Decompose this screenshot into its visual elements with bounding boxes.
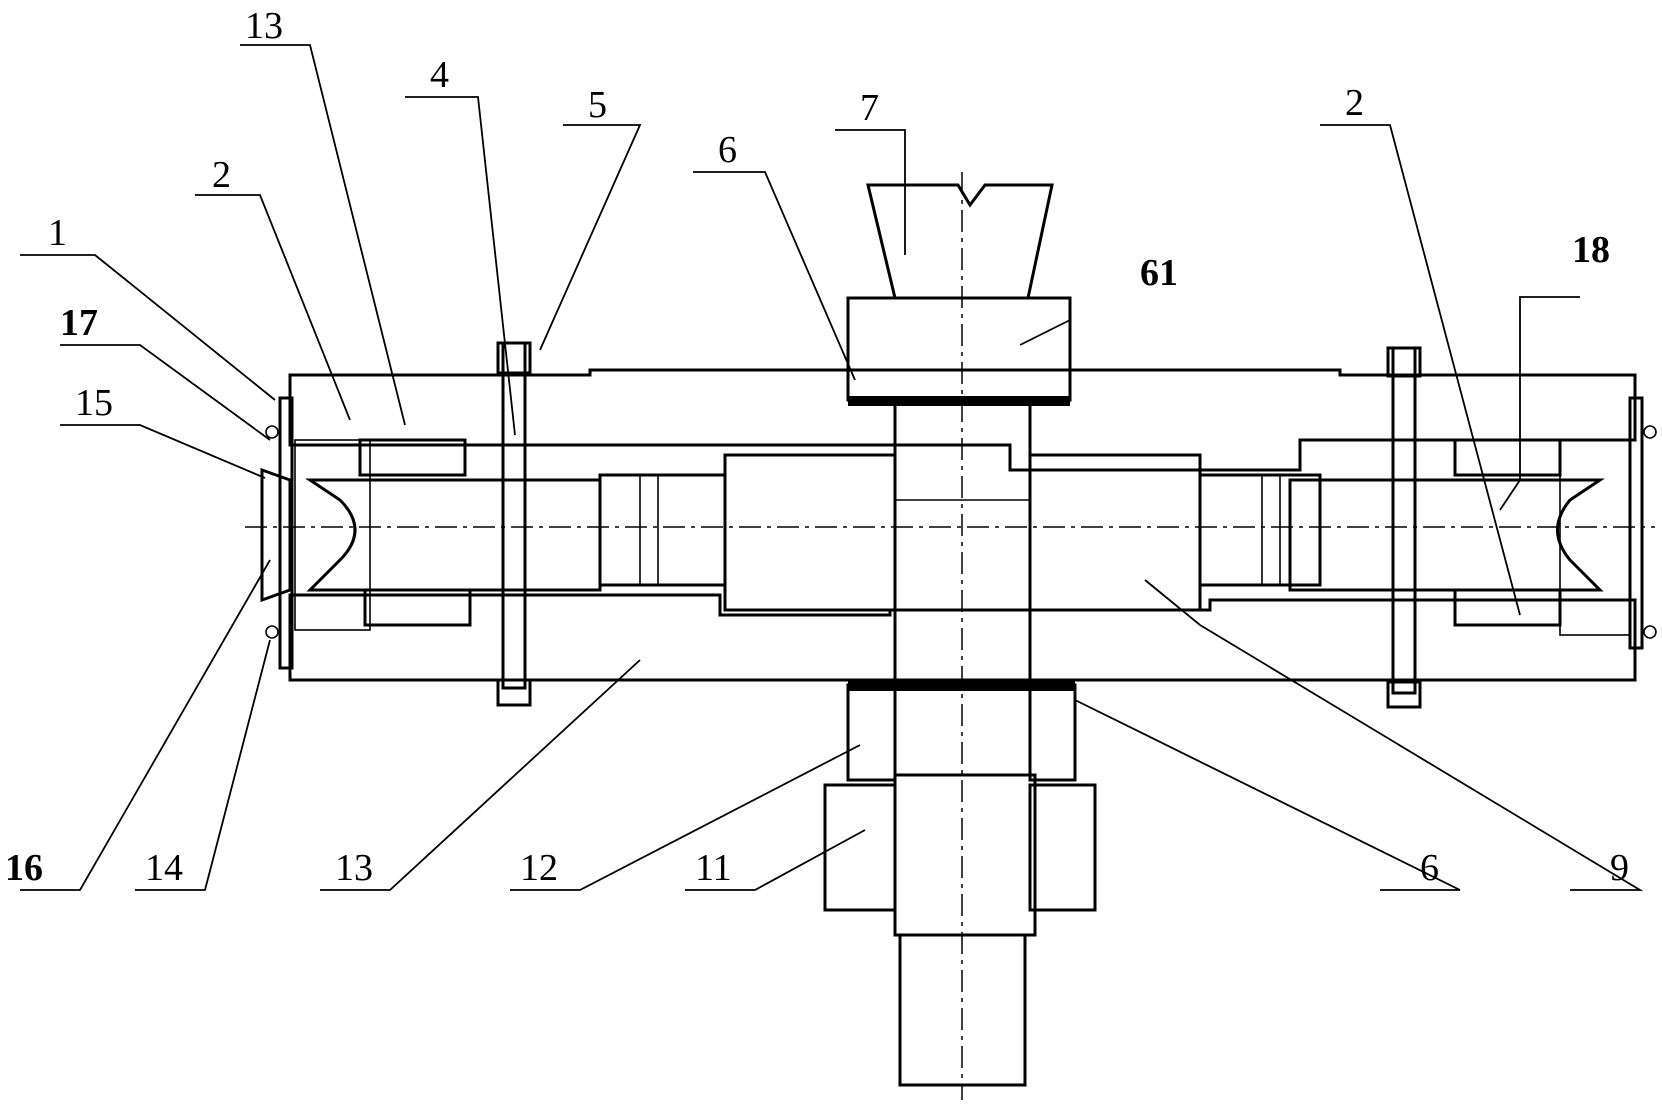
callout-9: 9 <box>1610 847 1629 889</box>
lock-nut-left <box>823 783 897 912</box>
callout-2-right: 2 <box>1345 82 1364 124</box>
callout-13-top: 13 <box>245 5 283 47</box>
upper-cap <box>846 296 1072 402</box>
right-roller-wheel <box>1288 478 1605 592</box>
lower-sleeve-left <box>846 683 897 782</box>
upper-housing-plate <box>288 368 1637 472</box>
top-fork <box>866 183 1054 300</box>
callout-6-bottom: 6 <box>1420 847 1439 889</box>
right-upper-bearing-block <box>1453 438 1562 477</box>
lock-nut-right <box>1028 783 1097 912</box>
callout-13-bottom: 13 <box>335 847 373 889</box>
callout-14: 14 <box>145 847 183 889</box>
left-bolt <box>496 341 532 707</box>
lower-housing-plate <box>288 593 1637 682</box>
right-inner-gear-slot <box>1261 474 1281 586</box>
callout-12: 12 <box>520 847 558 889</box>
callout-11: 11 <box>695 847 732 889</box>
right-inner-gear <box>1198 473 1322 587</box>
left-hub-block <box>723 453 897 612</box>
left-inner-gear-slot <box>639 474 659 586</box>
callout-17: 17 <box>60 302 98 344</box>
lower-sleeve-right <box>1028 683 1077 782</box>
callout-1: 1 <box>48 212 67 254</box>
right-end-cover <box>1628 396 1657 650</box>
upper-washer <box>848 396 1070 406</box>
right-bolt <box>1386 346 1422 709</box>
callout-7: 7 <box>860 87 879 129</box>
left-upper-bearing-block <box>358 438 467 477</box>
leader-lines <box>20 44 1644 891</box>
callout-16: 16 <box>5 847 43 889</box>
right-cavity <box>1559 439 1631 636</box>
right-hub-block <box>1028 453 1202 612</box>
left-end-cover <box>260 396 294 670</box>
callout-2-left: 2 <box>212 154 231 196</box>
left-inner-gear <box>598 473 727 587</box>
left-cavity <box>294 439 371 631</box>
callout-5: 5 <box>588 84 607 126</box>
callout-61: 61 <box>1140 252 1178 294</box>
callout-15: 15 <box>75 382 113 424</box>
central-shaft <box>893 398 1037 1087</box>
callout-18: 18 <box>1572 229 1610 271</box>
callout-6-top: 6 <box>718 129 737 171</box>
left-roller-wheel <box>305 478 602 592</box>
right-lower-bearing-block <box>1453 588 1562 627</box>
callout-4: 4 <box>430 54 449 96</box>
